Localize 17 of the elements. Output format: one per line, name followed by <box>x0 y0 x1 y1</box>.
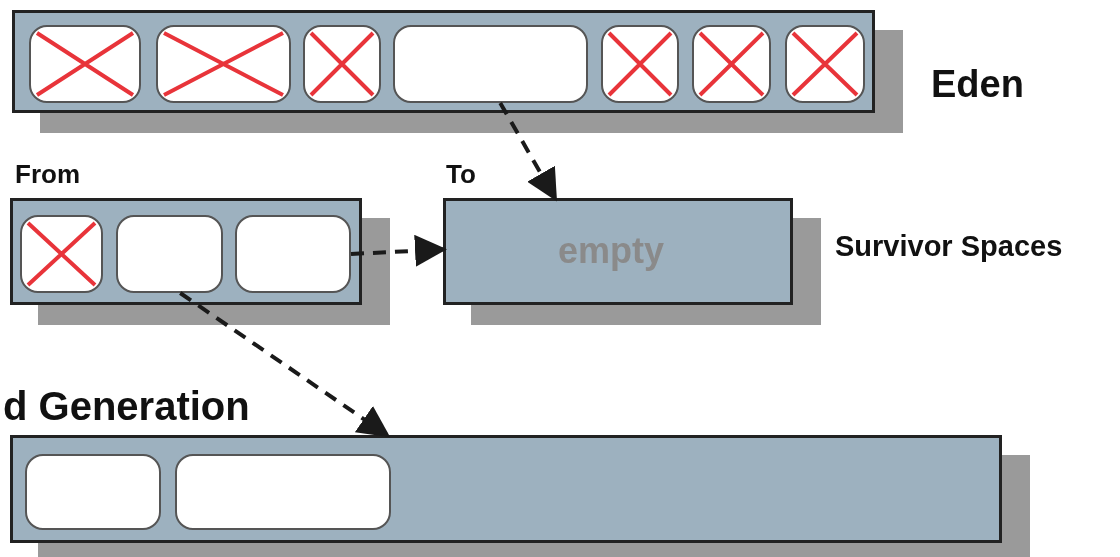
object-cell <box>116 215 223 293</box>
region-heading: Eden <box>931 65 1024 103</box>
object-cell <box>175 454 391 530</box>
dead-object-cell <box>156 25 291 103</box>
object-cell <box>393 25 588 103</box>
dead-object-cell <box>785 25 865 103</box>
region-heading: From <box>15 161 80 187</box>
object-cell <box>235 215 351 293</box>
object-cell <box>25 454 161 530</box>
region-heading: To <box>446 161 476 187</box>
dead-object-cell <box>303 25 381 103</box>
region-heading: d Generation <box>3 386 250 426</box>
group-label: Survivor Spaces <box>835 232 1063 261</box>
dead-object-cell <box>20 215 103 293</box>
dead-object-cell <box>29 25 141 103</box>
dead-object-cell <box>692 25 771 103</box>
dead-object-cell <box>601 25 679 103</box>
